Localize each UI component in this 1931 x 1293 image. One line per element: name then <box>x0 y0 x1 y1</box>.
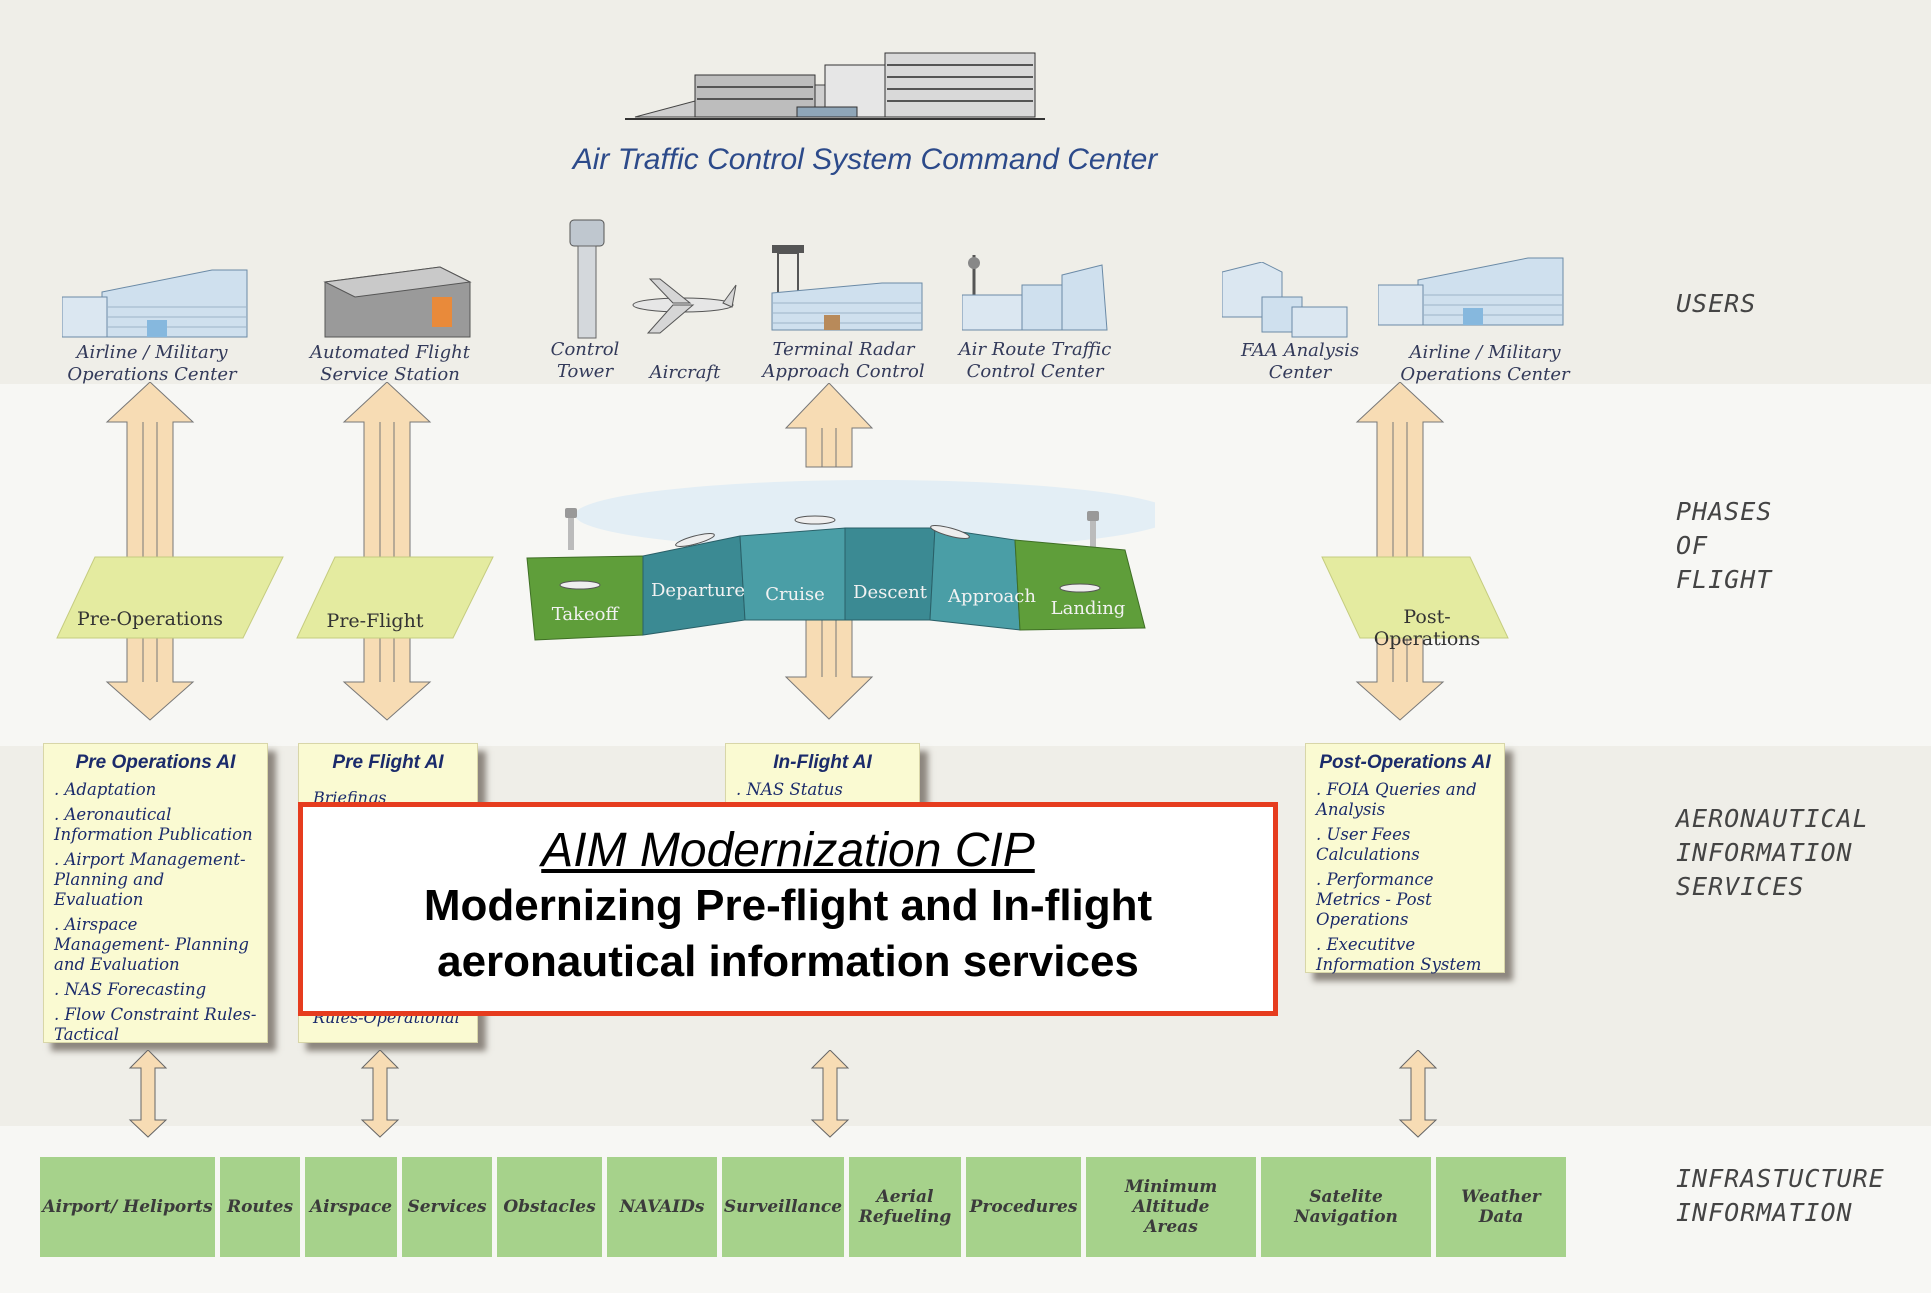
phase-pre-operations-shape <box>56 556 284 639</box>
tracon-building-icon <box>771 245 923 331</box>
phase-takeoff: Takeoff <box>551 604 619 625</box>
phase-descent: Descent <box>853 582 927 603</box>
callout-heading: AIM Modernization CIP <box>541 824 1035 877</box>
list-item: . Airport Management- Planning and Evalu… <box>54 850 246 909</box>
aircraft-icon <box>632 278 737 334</box>
list-item: . Performance Metrics - Post Operations <box>1316 870 1434 929</box>
side-label-users: USERS <box>1676 289 1757 318</box>
phase-landing: Landing <box>1050 598 1126 619</box>
panel-pre-flight-title: Pre Flight AI <box>332 752 444 773</box>
infra-airspace: Airspace <box>305 1157 397 1257</box>
infra-procedures: Procedures <box>966 1157 1081 1257</box>
phase-pre-operations: Pre-Operations <box>76 608 224 630</box>
airline-ops-center-right-icon <box>1378 257 1564 326</box>
arrow-down-in-flight <box>784 615 874 720</box>
side-label-phases: PHASES OF FLIGHT <box>1676 497 1773 594</box>
infra-surveillance: Surveillance <box>722 1157 844 1257</box>
side-label-infra: INFRASTUCTURE INFORMATION <box>1676 1164 1885 1227</box>
infra-weather-data: Weather Data <box>1436 1157 1566 1257</box>
list-item: . Executitve Information System <box>1316 935 1482 974</box>
list-item: . Flow Constraint Rules- Tactical <box>54 1005 257 1044</box>
callout-subtitle-line1: Modernizing Pre-flight and In-flight <box>423 881 1153 930</box>
label-aircraft: Aircraft <box>649 362 721 383</box>
infra-services: Services <box>402 1157 492 1257</box>
phase-pre-flight: Pre-Flight <box>326 610 424 632</box>
command-center-title: Air Traffic Control System Command Cente… <box>572 143 1158 176</box>
label-tracon: Terminal Radar Approach Control <box>762 339 925 382</box>
infra-minimum-altitude-areas: Minimum Altitude Areas <box>1086 1157 1256 1257</box>
infra-obstacles: Obstacles <box>497 1157 602 1257</box>
list-item: . Adaptation <box>54 780 157 799</box>
phase-post-operations-shape <box>1321 556 1509 639</box>
phase-post-operations: Post-Operations <box>1373 606 1481 650</box>
infra-satellite-navigation: Satelite Navigation <box>1261 1157 1431 1257</box>
flight-phases-strip <box>526 480 1155 641</box>
infra-airport-heliports: Airport/ Heliports <box>40 1157 215 1257</box>
phase-departure: Departure <box>650 580 746 601</box>
panel-post-operations-ai: Post-Operations AI . FOIA Queries and An… <box>1305 743 1505 974</box>
list-item: . Airspace Management- Planning and Eval… <box>54 915 249 974</box>
label-faa-analysis: FAA Analysis Center <box>1240 340 1360 383</box>
infra-aerial-refueling: Aerial Refueling <box>849 1157 961 1257</box>
faa-analysis-center-icon <box>1222 262 1348 338</box>
small-double-arrow-3 <box>810 1050 850 1138</box>
panel-pre-operations-ai: Pre Operations AI . Adaptation . Aeronau… <box>43 743 268 1044</box>
list-item: . NAS Forecasting <box>54 980 207 999</box>
panel-pre-operations-title: Pre Operations AI <box>75 752 236 773</box>
label-airline-ops-right: Airline / Military Operations Center <box>1400 342 1570 385</box>
label-airline-ops-left: Airline / Military Operations Center <box>67 342 237 385</box>
small-double-arrow-1 <box>128 1050 168 1138</box>
label-control-tower: Control Tower <box>550 339 620 382</box>
side-label-ais: AERONAUTICAL INFORMATION SERVICES <box>1676 804 1869 901</box>
double-arrow-post-operations <box>1355 382 1445 721</box>
list-item: . FOIA Queries and Analysis <box>1316 780 1477 819</box>
panel-in-flight-title: In-Flight AI <box>773 752 872 773</box>
phase-approach: Approach <box>948 586 1036 607</box>
command-center-building-icon <box>625 52 1045 120</box>
infra-routes: Routes <box>220 1157 300 1257</box>
infra-navaids: NAVAIDs <box>607 1157 717 1257</box>
small-double-arrow-2 <box>360 1050 400 1138</box>
double-arrow-pre-operations <box>105 382 195 721</box>
callout-subtitle-line2: aeronautical information services <box>437 937 1139 986</box>
control-tower-icon <box>569 219 605 339</box>
arrow-up-tracon <box>784 383 874 468</box>
label-artcc: Air Route Traffic Control Center <box>958 339 1112 382</box>
list-item: . User Fees Calculations <box>1316 825 1420 864</box>
airline-ops-center-left-icon <box>62 269 248 338</box>
list-item: . Aeronautical Information Publication <box>54 805 253 844</box>
afss-building-icon <box>323 266 472 338</box>
phase-pre-flight-shape <box>296 556 494 639</box>
aim-modernization-callout: AIM Modernization CIP Modernizing Pre-fl… <box>298 802 1278 1016</box>
phase-cruise: Cruise <box>765 584 825 605</box>
double-arrow-pre-flight <box>342 382 432 721</box>
panel-post-operations-title: Post-Operations AI <box>1319 752 1491 773</box>
label-afss: Automated Flight Service Station <box>310 342 470 385</box>
artcc-building-icon <box>962 255 1108 331</box>
list-item: . NAS Status <box>736 780 843 799</box>
small-double-arrow-4 <box>1398 1050 1438 1138</box>
